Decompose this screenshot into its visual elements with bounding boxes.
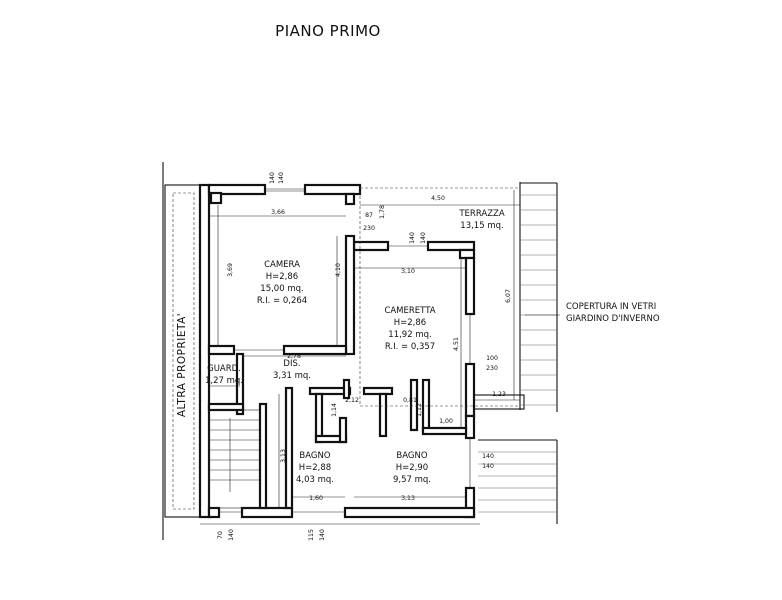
glass-roof-hatching	[478, 182, 560, 524]
room-cameretta: CAMERETTA H=2,86 11,92 mq. R.I. = 0,357	[384, 306, 435, 352]
room-guard: GUARD. 1,27 mq.	[205, 364, 243, 386]
dim-label: 1,00	[439, 418, 453, 425]
staircase	[208, 409, 261, 509]
exterior-walls	[198, 183, 480, 525]
dim-label: 100	[486, 355, 498, 362]
camera-ri: R.I. = 0,264	[257, 296, 307, 306]
copertura-line1: COPERTURA IN VETRI	[566, 302, 656, 312]
cameretta-name: CAMERETTA	[384, 306, 435, 316]
dim-label: 140	[228, 529, 235, 541]
dim-label: 6,07	[505, 289, 512, 303]
bagno-small-name: BAGNO	[299, 451, 330, 461]
dimension-lines	[209, 190, 520, 508]
bagno-large-name: BAGNO	[396, 451, 427, 461]
cameretta-ri: R.I. = 0,357	[385, 342, 435, 352]
altra-proprieta-strip: ALTRA PROPRIETA'	[162, 162, 201, 540]
dim-label: 1,60	[309, 495, 323, 502]
dim-label: 3,13	[280, 449, 287, 463]
terrazza-area: 13,15 mq.	[460, 221, 503, 231]
dim-label: 4,50	[431, 195, 445, 202]
terrazza-name: TERRAZZA	[458, 209, 504, 219]
dim-label: 140	[269, 172, 276, 184]
dim-label: 140	[482, 463, 494, 470]
dim-label: 3,10	[401, 268, 415, 275]
dim-label: 3,13	[401, 495, 415, 502]
dim-label: 2,12	[345, 397, 359, 404]
room-dis: DIS. 3,31 mq.	[273, 359, 311, 381]
camera-height: H=2,86	[266, 272, 298, 282]
camera-name: CAMERA	[264, 260, 300, 270]
dim-label: 115	[308, 529, 315, 541]
bagno-small-height: H=2,88	[299, 463, 331, 473]
camera-area: 15,00 mq.	[260, 284, 303, 294]
dim-label: 4,10	[335, 263, 342, 277]
cameretta-area: 11,92 mq.	[388, 330, 431, 340]
bagno-large-height: H=2,90	[396, 463, 428, 473]
dim-label: 0,81	[403, 397, 417, 404]
dim-label: 140	[420, 232, 427, 244]
dim-label: 140	[482, 453, 494, 460]
dim-label: 87	[365, 212, 373, 219]
dim-label: 230	[486, 365, 498, 372]
dim-label: 140	[319, 529, 326, 541]
dim-label: 70	[217, 531, 224, 539]
dim-label: 1,23	[492, 391, 506, 398]
copertura-line2: GIARDINO D'INVERNO	[566, 314, 660, 324]
interior-walls	[207, 234, 468, 510]
room-camera: CAMERA H=2,86 15,00 mq. R.I. = 0,264	[257, 260, 307, 306]
cameretta-height: H=2,86	[394, 318, 426, 328]
dim-label: 140	[278, 172, 285, 184]
dim-label: 2,78	[287, 353, 301, 360]
copertura-annotation: COPERTURA IN VETRI GIARDINO D'INVERNO	[566, 302, 660, 324]
room-bagno-small: BAGNO H=2,88 4,03 mq.	[296, 451, 334, 485]
room-bagno-large: BAGNO H=2,90 9,57 mq.	[393, 451, 431, 485]
dim-label: 4,51	[453, 337, 460, 351]
guard-name: GUARD.	[207, 364, 241, 374]
dim-label: 3,66	[271, 209, 285, 216]
bagno-large-area: 9,57 mq.	[393, 475, 431, 485]
plan-title: PIANO PRIMO	[275, 22, 381, 40]
guard-area: 1,27 mq.	[205, 376, 243, 386]
room-terrazza: TERRAZZA 13,15 mq.	[458, 209, 504, 231]
dim-label: 230	[363, 225, 375, 232]
dis-name: DIS.	[283, 359, 300, 369]
dim-label: 140	[409, 232, 416, 244]
dim-label: 1,78	[379, 205, 386, 219]
terrazza-outline	[359, 182, 525, 410]
dim-label: 1,14	[331, 403, 338, 417]
dis-area: 3,31 mq.	[273, 371, 311, 381]
dim-label: 3,69	[227, 263, 234, 277]
bagno-small-area: 4,03 mq.	[296, 475, 334, 485]
dim-label: 1,12	[416, 403, 423, 417]
dimension-labels: 140 140 4,50 3,66 87 230 1,78 140 140 3,…	[217, 172, 512, 541]
altra-proprieta-label: ALTRA PROPRIETA'	[176, 313, 188, 417]
